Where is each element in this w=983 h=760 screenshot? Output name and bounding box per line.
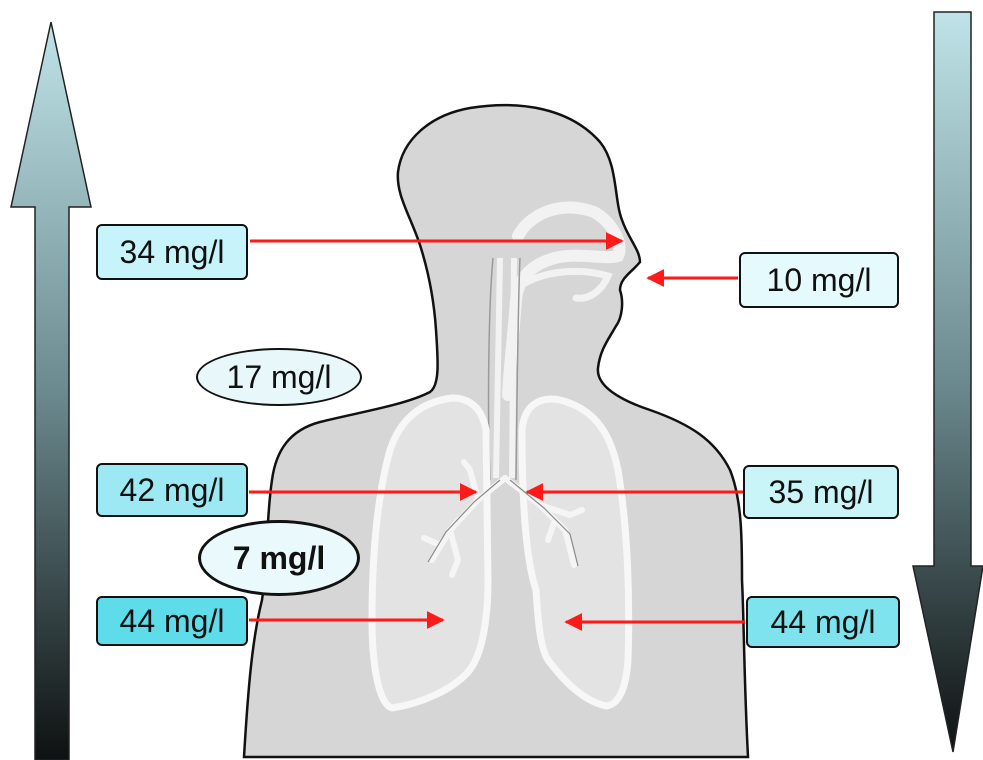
inhale-direction-arrow <box>913 12 983 752</box>
left-lung <box>372 398 488 708</box>
exhale-bronchi-label: 42 mg/l <box>96 463 248 517</box>
inhale-alveoli-label: 44 mg/l <box>746 596 900 648</box>
exhale-direction-arrow <box>11 22 91 760</box>
upper-airway-oval-label: 17 mg/l <box>196 348 362 406</box>
exhale-alveoli-label: 44 mg/l <box>96 596 248 646</box>
inhale-nose-label: 10 mg/l <box>739 252 899 308</box>
exhale-nose-label: 34 mg/l <box>96 224 248 280</box>
lower-airway-oval-label: 7 mg/l <box>198 520 360 596</box>
inhale-bronchi-label: 35 mg/l <box>743 465 899 519</box>
